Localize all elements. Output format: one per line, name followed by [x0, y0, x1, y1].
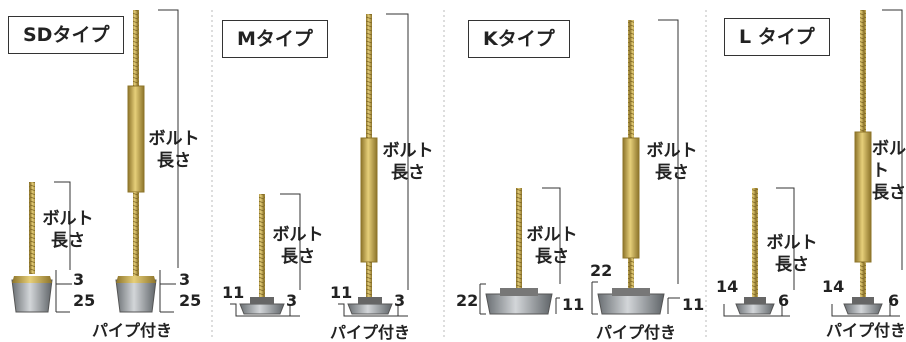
caption-pipe-m: パイプ付き — [330, 323, 411, 342]
dim-sd-short-top: 3 — [73, 270, 85, 289]
bolt-length-label-m-long: ボルト長さ — [380, 140, 436, 184]
bolt-text: ボルト — [42, 209, 94, 229]
bolt-text: ボルト — [148, 129, 200, 149]
sd-short-adjuster — [11, 182, 53, 313]
length-text: 長さ — [157, 151, 191, 171]
bolt-text: ボルト — [646, 141, 698, 161]
m-long-adjuster — [347, 14, 393, 315]
bolt-text: ボルト — [382, 141, 434, 161]
dim-l-short-right: 6 — [778, 291, 790, 310]
dim-sd-short-base: 25 — [73, 291, 96, 310]
bolt-length-label-l-long: ボルト長さ — [872, 138, 906, 204]
dim-l-long-left: 14 — [822, 277, 845, 296]
tag-l-type: L タイプ — [724, 18, 830, 56]
dim-sd-long-top: 3 — [179, 270, 191, 289]
k-short-adjuster — [485, 188, 553, 315]
bolt-length-label-sd-long: ボルト長さ — [146, 128, 202, 172]
caption-pipe-k: パイプ付き — [596, 323, 677, 342]
bolt-text: ボルト — [872, 139, 906, 181]
k-long-adjuster — [597, 20, 665, 315]
m-short-adjuster — [239, 194, 285, 315]
l-long-adjuster — [843, 10, 883, 315]
sd-long-adjuster — [115, 10, 157, 313]
dim-l-long-right: 6 — [888, 291, 900, 310]
caption-pipe-l: パイプ付き — [826, 322, 906, 340]
bolt-text: ボルト — [766, 233, 818, 253]
dim-m-short-right: 3 — [286, 291, 298, 310]
bolt-length-label-m-short: ボルト長さ — [270, 224, 326, 268]
bolt-length-label-k-long: ボルト長さ — [644, 140, 700, 184]
tag-m-type: Mタイプ — [222, 20, 328, 58]
dim-k-long-left: 22 — [590, 261, 613, 280]
bolt-text: ボルト — [272, 225, 324, 245]
dim-k-long-right: 11 — [682, 295, 705, 314]
length-text: 長さ — [775, 255, 809, 275]
length-text: 長さ — [391, 163, 425, 183]
dim-k-short-left: 22 — [456, 291, 479, 310]
bolt-length-label-k-short: ボルト長さ — [524, 224, 580, 268]
length-text: 長さ — [872, 183, 906, 203]
dim-m-short-left: 11 — [222, 283, 245, 302]
bolt-text: ボルト — [526, 225, 578, 245]
length-text: 長さ — [535, 247, 569, 267]
bolt-length-label-l-short: ボルト長さ — [764, 232, 820, 276]
dim-m-long-left: 11 — [330, 283, 353, 302]
caption-pipe-sd: パイプ付き — [92, 321, 173, 340]
dim-l-short-left: 14 — [716, 277, 739, 296]
tag-k-type: Kタイプ — [468, 20, 570, 58]
dim-sd-long-base: 25 — [179, 291, 202, 310]
length-text: 長さ — [655, 163, 689, 183]
dim-m-long-right: 3 — [394, 291, 406, 310]
length-text: 長さ — [51, 231, 85, 251]
l-short-adjuster — [735, 188, 775, 315]
dim-k-short-right: 11 — [562, 295, 585, 314]
tag-sd-type: SDタイプ — [8, 16, 125, 54]
length-text: 長さ — [281, 247, 315, 267]
bolt-length-label-sd-short: ボルト長さ — [40, 208, 96, 252]
